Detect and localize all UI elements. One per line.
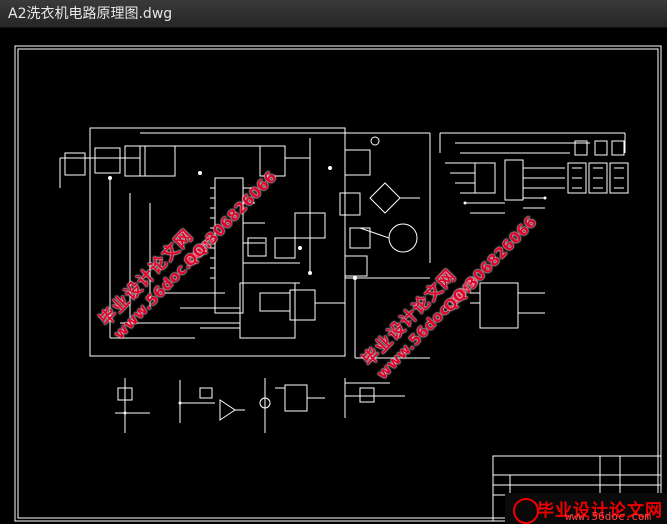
footer-logo-url: www.56doc.com — [565, 510, 652, 523]
main-circuit-box — [89, 127, 346, 357]
seven-seg-digit-3 — [609, 162, 629, 194]
seven-seg-digit-1 — [567, 162, 587, 194]
inner-frame — [17, 48, 659, 519]
footer-logo-name: 毕业设计论文网 — [537, 501, 663, 521]
outer-frame — [14, 45, 662, 522]
logo-icon — [513, 498, 539, 524]
window-title-bar: A2洗衣机电路原理图.dwg — [0, 0, 667, 28]
opamp-symbol — [219, 399, 236, 421]
bridge-rectifier — [369, 182, 401, 214]
drawing-canvas[interactable]: 毕业设计论文网 www.56doc.com QQ:306826066 毕业设计论… — [0, 28, 667, 524]
schematic-drawing — [14, 45, 662, 522]
motor-symbol — [388, 223, 418, 253]
mcu-chip — [214, 177, 244, 314]
seven-seg-digit-2 — [588, 162, 608, 194]
footer-logo: 毕业设计论文网 www.56doc.com — [505, 493, 667, 524]
window-title: A2洗衣机电路原理图.dwg — [8, 6, 173, 22]
